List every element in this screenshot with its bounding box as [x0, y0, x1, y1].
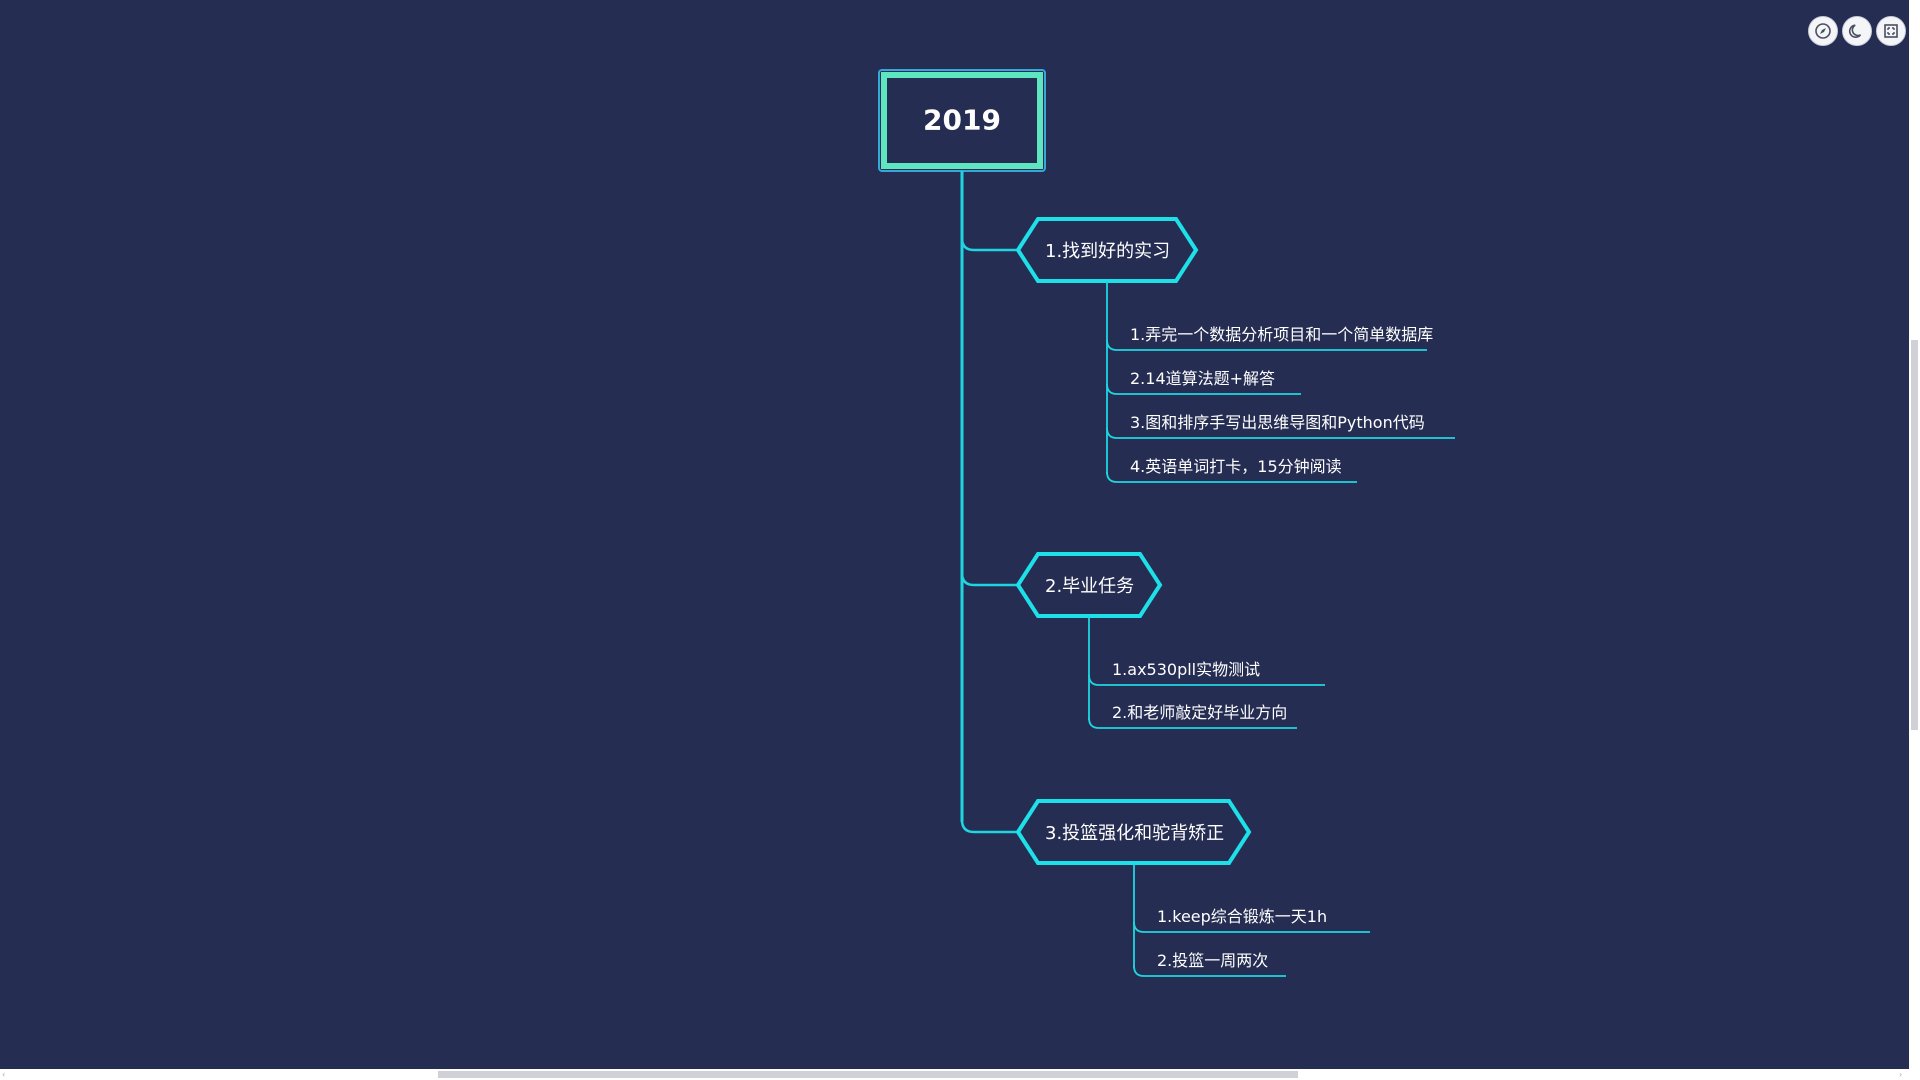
horizontal-scrollbar[interactable]: ‹ ›	[0, 1069, 1909, 1080]
leaf-node-label[interactable]: 4.英语单词打卡，15分钟阅读	[1130, 457, 1342, 476]
leaf-underline	[1133, 965, 1286, 977]
scroll-left-arrow[interactable]: ‹	[2, 1070, 6, 1079]
dark-mode-button[interactable]	[1842, 16, 1872, 46]
leaf-node-label[interactable]: 1.keep综合锻炼一天1h	[1157, 907, 1328, 926]
branch-connector	[960, 237, 1018, 252]
leaf-node-label[interactable]: 2.14道算法题+解答	[1130, 369, 1276, 388]
branch-node-label[interactable]: 1.找到好的实习	[1045, 241, 1171, 262]
leaf-underline	[1106, 471, 1357, 483]
fullscreen-icon	[1884, 24, 1898, 38]
leaf-node-label[interactable]: 1.ax530pll实物测试	[1112, 660, 1261, 679]
moon-icon	[1848, 24, 1862, 38]
fit-view-button[interactable]	[1808, 16, 1838, 46]
view-toolbar	[1808, 16, 1906, 46]
vertical-scroll-thumb[interactable]	[1911, 340, 1918, 730]
branch-node	[1015, 799, 1252, 865]
leaf-underline	[1088, 717, 1297, 729]
horizontal-scroll-thumb[interactable]	[438, 1071, 1298, 1078]
branch-connector	[960, 572, 1018, 587]
branch-connector	[960, 819, 1018, 834]
leaf-underline	[1106, 339, 1427, 351]
root-node	[881, 72, 1043, 169]
leaf-underline	[1106, 383, 1301, 395]
leaf-node-label[interactable]: 3.图和排序手写出思维导图和Python代码	[1130, 413, 1425, 432]
leaf-underline	[1106, 427, 1455, 439]
root-node-label[interactable]: 2019	[923, 103, 1001, 137]
branch-node-label[interactable]: 2.毕业任务	[1045, 576, 1135, 597]
scroll-right-arrow[interactable]: ›	[1899, 1070, 1903, 1079]
vertical-scrollbar[interactable]	[1909, 0, 1920, 1069]
scrollbar-corner	[1909, 1069, 1920, 1080]
leaf-node-label[interactable]: 2.投篮一周两次	[1157, 951, 1269, 970]
leaf-node-label[interactable]: 2.和老师敲定好毕业方向	[1112, 703, 1288, 722]
branch-node	[1015, 552, 1163, 618]
leaf-underline	[1133, 921, 1370, 933]
branch-node	[1015, 217, 1199, 283]
compass-icon	[1815, 23, 1831, 39]
leaf-underline	[1088, 674, 1325, 686]
branch-node-label[interactable]: 3.投篮强化和驼背矫正	[1045, 823, 1225, 844]
leaf-node-label[interactable]: 1.弄完一个数据分析项目和一个简单数据库	[1130, 325, 1434, 344]
fullscreen-button[interactable]	[1876, 16, 1906, 46]
